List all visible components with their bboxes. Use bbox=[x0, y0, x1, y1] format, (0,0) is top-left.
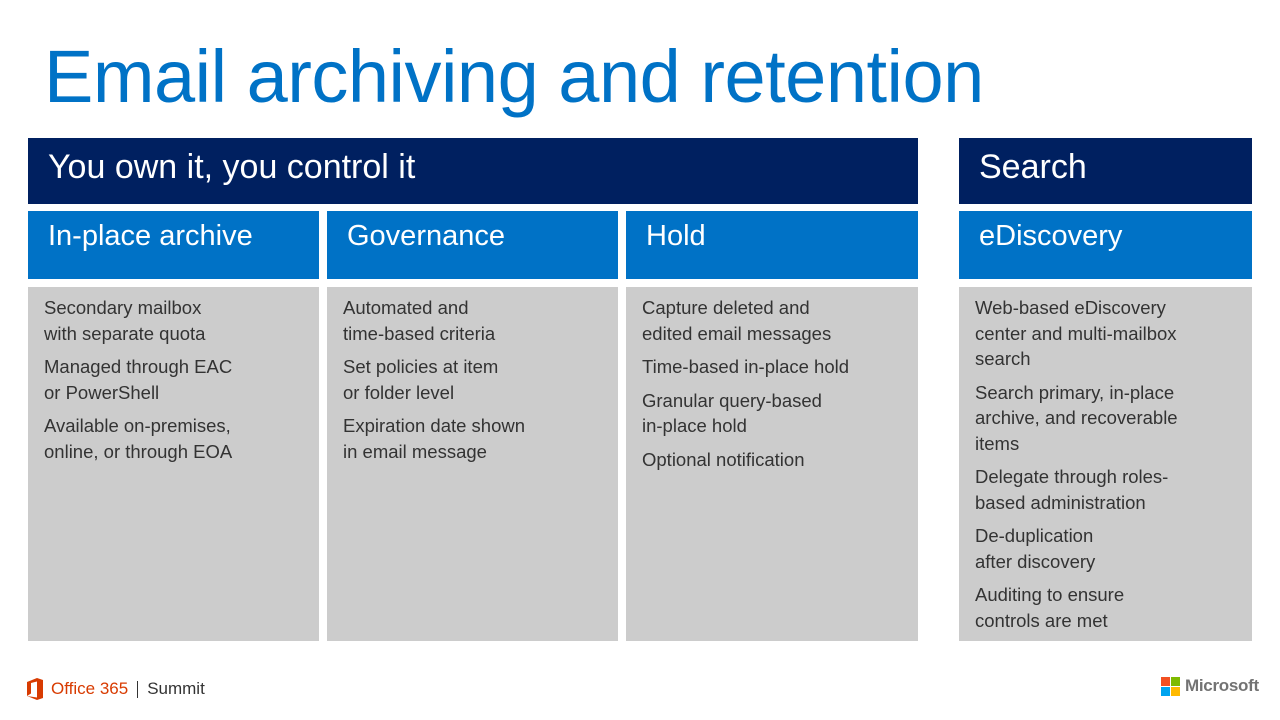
column-heading-governance: Governance bbox=[327, 211, 618, 279]
list-item: Secondary mailbox with separate quota bbox=[44, 297, 206, 344]
office-logo-icon bbox=[27, 678, 43, 700]
column-panel-in-place-archive: Secondary mailbox with separate quota Ma… bbox=[28, 287, 319, 641]
band-search: Search bbox=[959, 138, 1252, 204]
column-panel-hold: Capture deleted and edited email message… bbox=[626, 287, 918, 641]
microsoft-logo-icon bbox=[1161, 676, 1180, 696]
list-item: Capture deleted and edited email message… bbox=[642, 297, 832, 344]
list-item: Time-based in-place hold bbox=[642, 356, 850, 377]
list-item: Available on-premises, online, or throug… bbox=[44, 415, 233, 462]
slide-title: Email archiving and retention bbox=[44, 35, 984, 118]
bullet-list: Secondary mailbox with separate quota Ma… bbox=[44, 295, 305, 464]
bullet-list: Automated and time-based criteria Set po… bbox=[343, 295, 604, 464]
list-item: Managed through EAC or PowerShell bbox=[44, 356, 233, 403]
office-365-wordmark: Office 365 bbox=[51, 679, 129, 698]
column-panel-ediscovery: Web-based eDiscovery center and multi-ma… bbox=[959, 287, 1252, 641]
list-item: Delegate through roles- based administra… bbox=[975, 466, 1169, 513]
footer-divider bbox=[137, 680, 139, 698]
microsoft-logo: Microsoft bbox=[1161, 676, 1259, 696]
list-item: Auditing to ensure controls are met bbox=[975, 584, 1125, 631]
column-heading-ediscovery: eDiscovery bbox=[959, 211, 1252, 279]
bullet-list: Web-based eDiscovery center and multi-ma… bbox=[975, 295, 1238, 633]
bullet-list: Capture deleted and edited email message… bbox=[642, 295, 904, 472]
column-panel-governance: Automated and time-based criteria Set po… bbox=[327, 287, 618, 641]
list-item: Web-based eDiscovery center and multi-ma… bbox=[975, 297, 1177, 369]
list-item: Optional notification bbox=[642, 448, 805, 470]
microsoft-wordmark: Microsoft bbox=[1185, 676, 1259, 695]
list-item: Search primary, in-place archive, and re… bbox=[975, 381, 1178, 454]
list-item: De-duplication after discovery bbox=[975, 525, 1096, 572]
office-365-summit-logo: Office 365 Summit bbox=[26, 677, 205, 701]
column-heading-hold: Hold bbox=[626, 211, 918, 279]
summit-label: Summit bbox=[147, 679, 205, 698]
column-heading-in-place-archive: In-place archive bbox=[28, 211, 319, 279]
band-own-control: You own it, you control it bbox=[28, 138, 918, 204]
list-item: Granular query-based in-place hold bbox=[642, 389, 822, 437]
list-item: Automated and time-based criteria bbox=[343, 297, 496, 344]
list-item: Expiration date shown in email message bbox=[343, 415, 526, 462]
list-item: Set policies at item or folder level bbox=[343, 356, 499, 403]
